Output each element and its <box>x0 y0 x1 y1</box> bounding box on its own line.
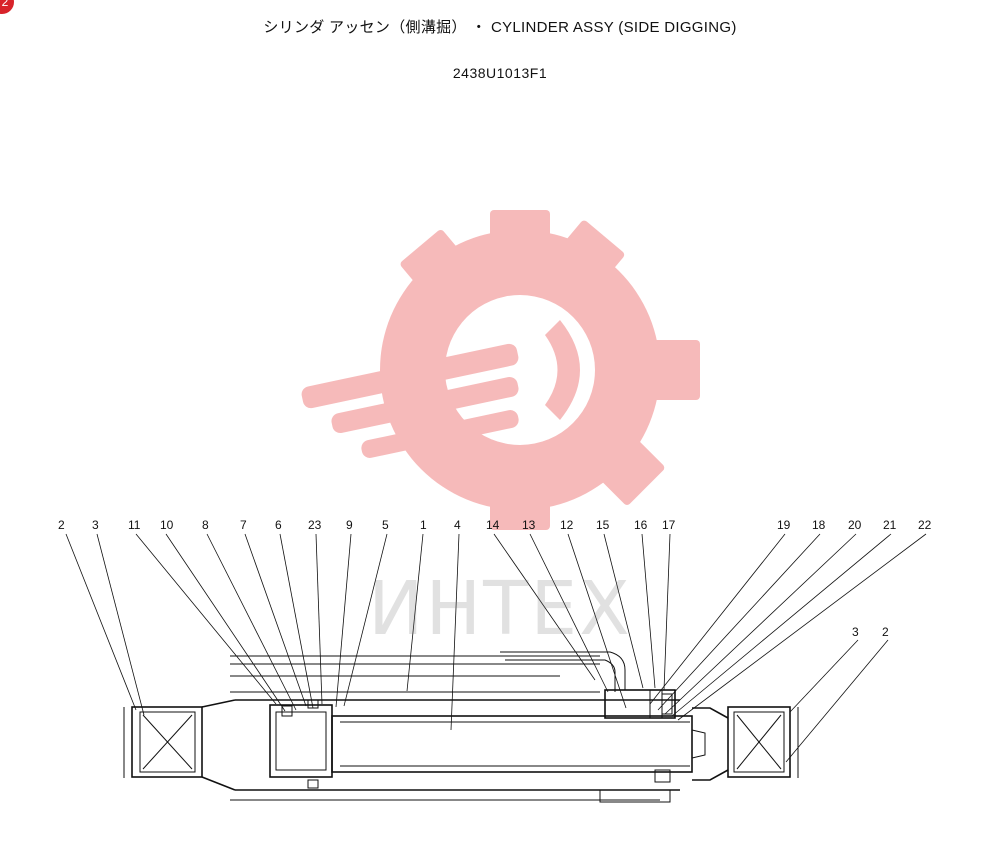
callout-labels: 2 3 11 10 8 7 6 23 9 5 1 4 14 13 12 15 1… <box>58 518 932 639</box>
leader-lines <box>65 533 927 763</box>
callout-6: 6 <box>275 518 282 532</box>
callout-3a: 3 <box>92 518 99 532</box>
callout-21: 21 <box>883 518 897 532</box>
callout-12: 12 <box>560 518 574 532</box>
callout-19: 19 <box>777 518 791 532</box>
callout-11: 11 <box>128 518 141 532</box>
callout-22: 22 <box>918 518 932 532</box>
callout-20: 20 <box>848 518 862 532</box>
callout-8: 8 <box>202 518 209 532</box>
callout-16: 16 <box>634 518 648 532</box>
rod-head <box>599 689 676 803</box>
piston <box>269 699 333 789</box>
callout-13: 13 <box>522 518 536 532</box>
callout-1: 1 <box>420 518 427 532</box>
callout-14: 14 <box>486 518 500 532</box>
drawing-code: 2438U1013F1 <box>452 65 548 81</box>
watermark-gear-icon <box>301 210 700 530</box>
callout-18: 18 <box>812 518 826 532</box>
callout-2a: 2 <box>58 518 65 532</box>
callout-23: 23 <box>308 518 322 532</box>
callout-3b: 3 <box>852 625 859 639</box>
callout-17: 17 <box>662 518 676 532</box>
callout-5: 5 <box>382 518 389 532</box>
callout-4: 4 <box>454 518 461 532</box>
diagram-title: シリンダ アッセン（側溝掘） ・ CYLINDER ASSY (SIDE DIG… <box>263 19 737 36</box>
callout-7: 7 <box>240 518 247 532</box>
callout-15: 15 <box>596 518 610 532</box>
left-clevis <box>123 706 203 778</box>
callout-9: 9 <box>346 518 353 532</box>
watermark-text: ИНТЕХ <box>368 566 632 652</box>
callout-2b: 2 <box>882 625 889 639</box>
right-clevis <box>727 706 799 778</box>
callout-10: 10 <box>160 518 174 532</box>
piston-rod <box>331 707 729 781</box>
